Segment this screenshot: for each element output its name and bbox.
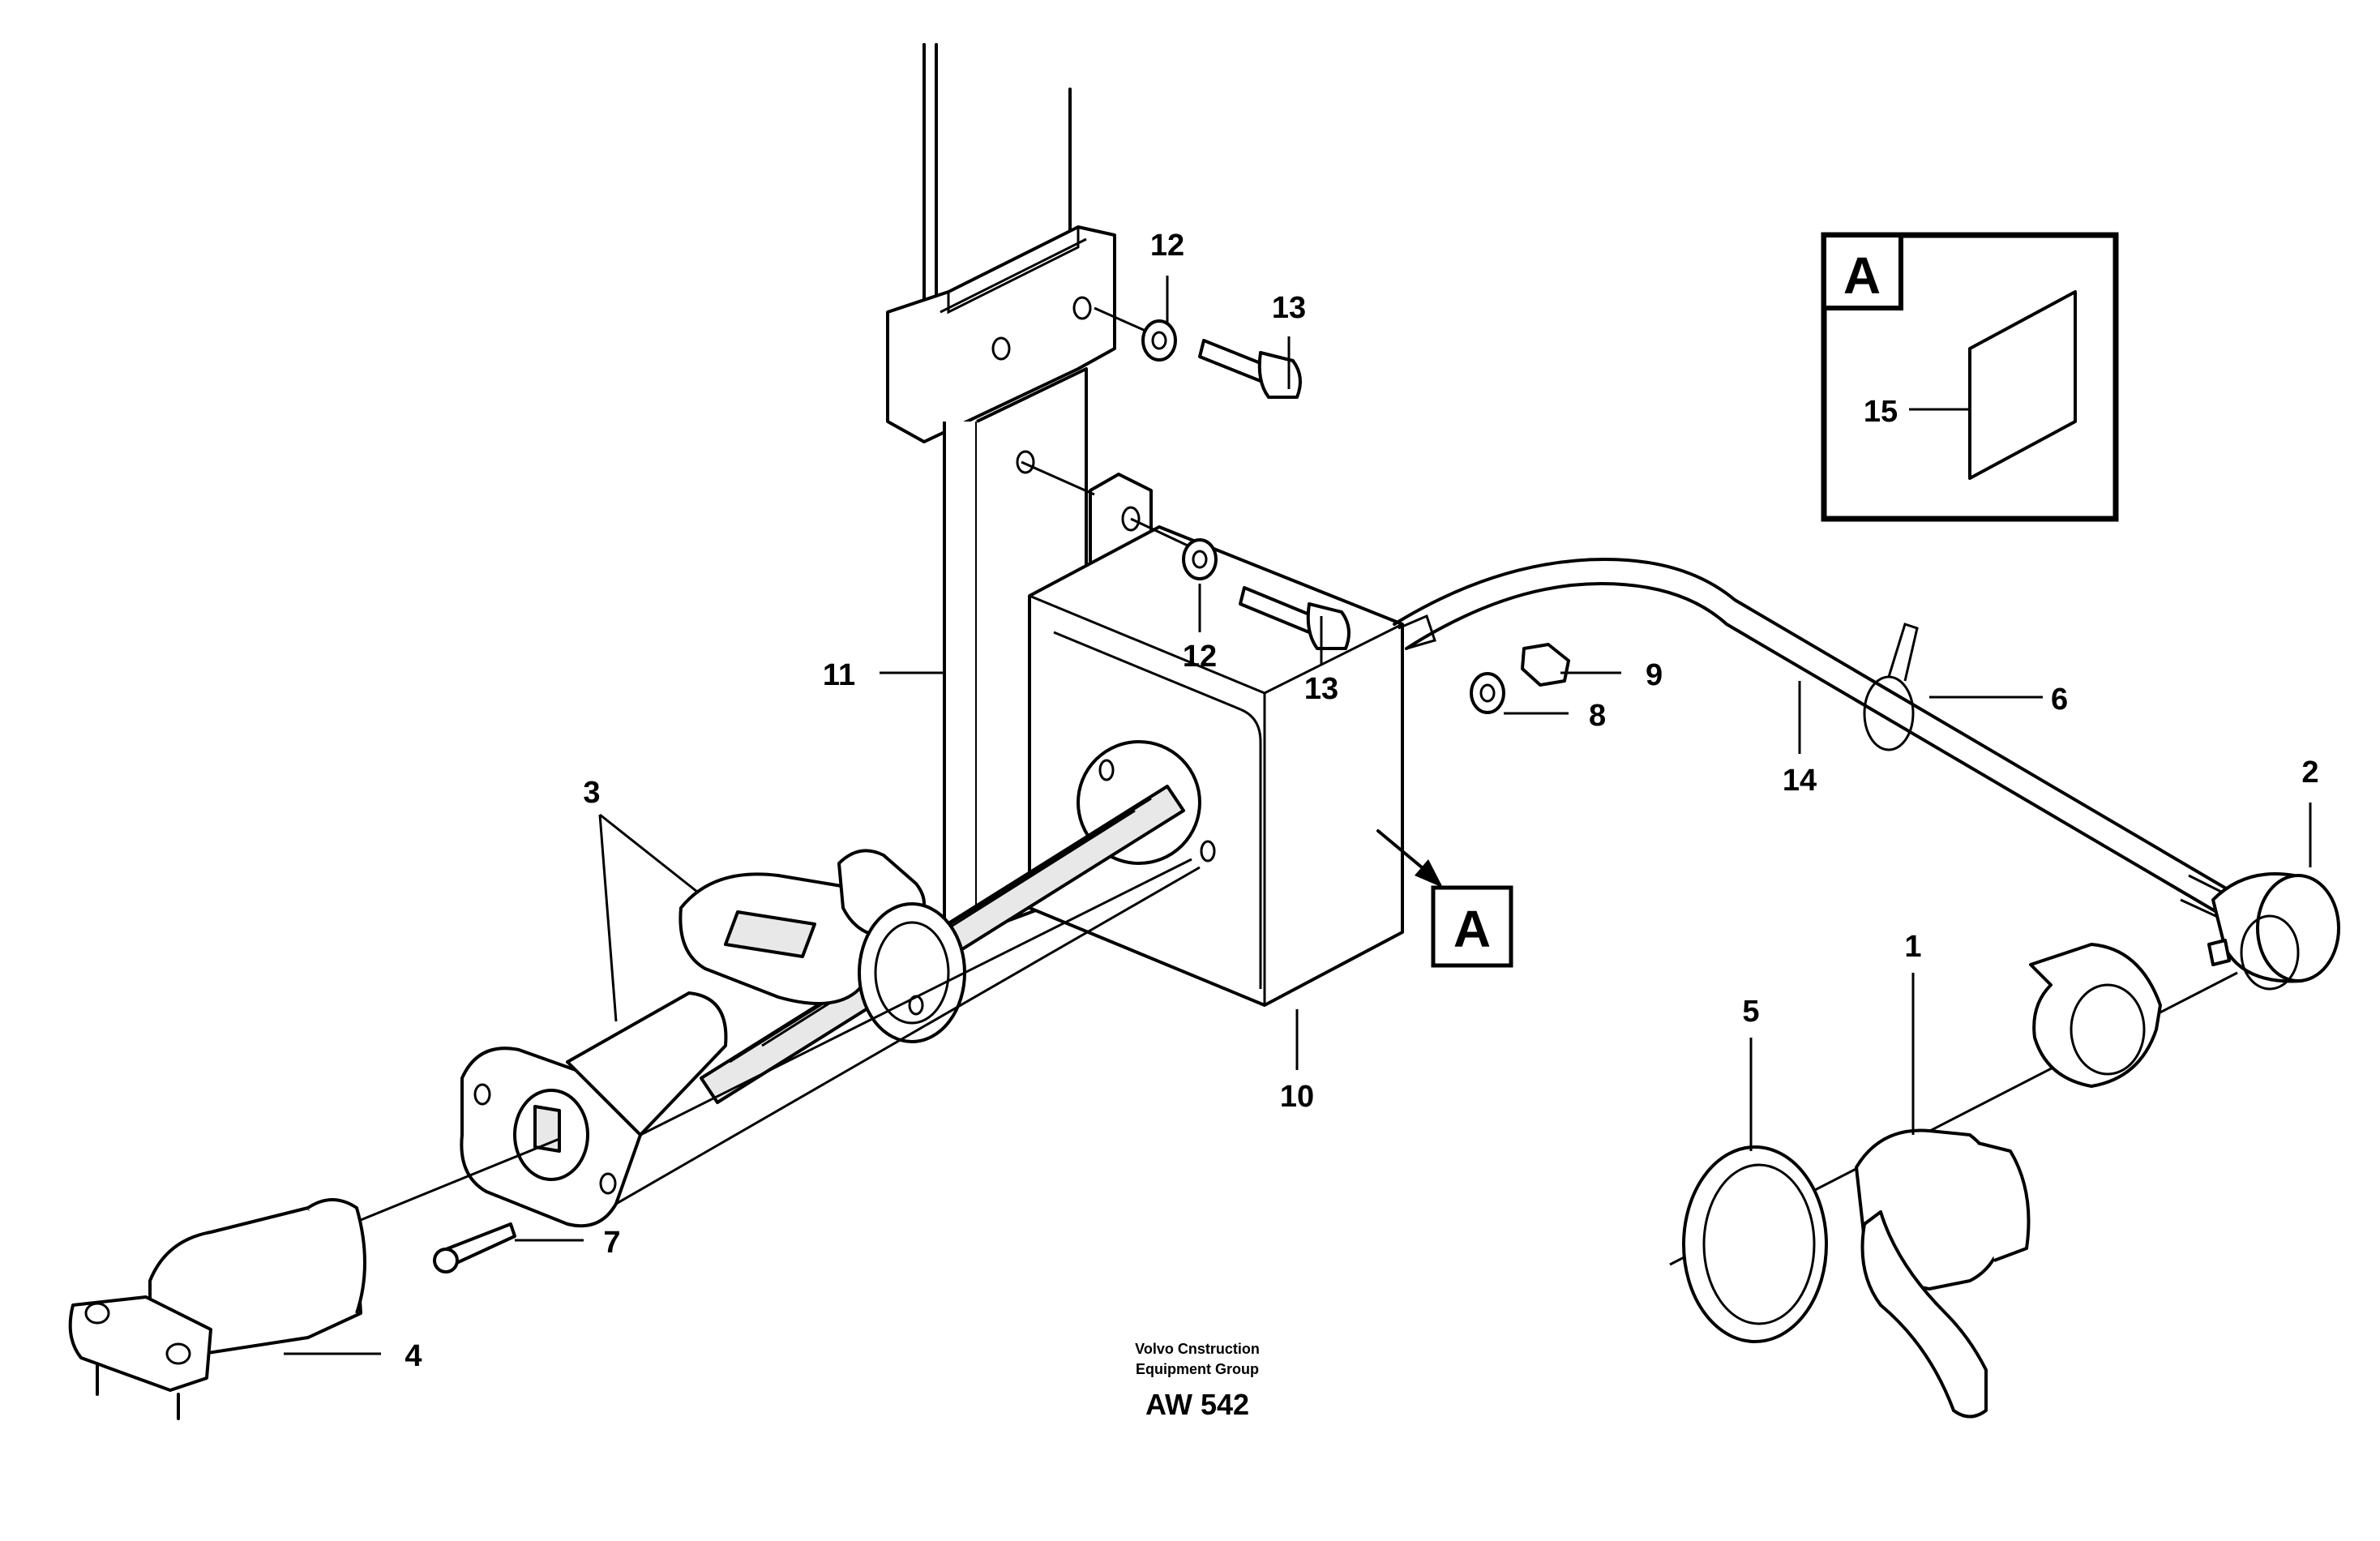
washer-nut (1470, 643, 1570, 714)
callout-7: 7 (603, 1226, 620, 1260)
sealing-ring (1682, 1145, 1828, 1343)
callout-13-lower: 13 (1304, 672, 1338, 706)
view-marker-letter: A (1453, 900, 1491, 958)
cable (1393, 558, 2247, 927)
callout-14: 14 (1783, 764, 1817, 798)
socket-receptacle (460, 991, 728, 1228)
callout-12-lower: 12 (1183, 640, 1217, 674)
cable-gland (1855, 1128, 2031, 1419)
credit-block: Volvo Cnstruction Equipment Group AW 542 (1135, 1341, 1260, 1421)
callout-8: 8 (1589, 699, 1606, 733)
detail-box-letter: A (1843, 246, 1881, 305)
callouts: 12 13 12 13 8 9 6 14 2 1 5 11 10 3 7 4 1… (405, 229, 2318, 1373)
cable-tie (1863, 623, 1919, 751)
cable-connector-end (2207, 872, 2340, 991)
callout-3: 3 (583, 776, 600, 810)
callout-10: 10 (1280, 1080, 1314, 1114)
credit-line-1: Volvo Cnstruction (1135, 1341, 1260, 1357)
retaining-ring (2029, 943, 2162, 1088)
panel-flange (858, 902, 966, 1043)
leader-lines (284, 276, 2312, 1355)
callout-1: 1 (1904, 930, 1921, 964)
callout-9: 9 (1646, 658, 1663, 692)
decal-plate (1968, 290, 2077, 480)
credit-line-2: Equipment Group (1136, 1361, 1259, 1377)
middle-washer-bolt (1182, 538, 1351, 650)
screw (433, 1222, 516, 1273)
callout-4: 4 (405, 1339, 422, 1373)
callout-12-upper: 12 (1150, 229, 1184, 263)
callout-13-upper: 13 (1272, 291, 1306, 325)
callout-5: 5 (1742, 995, 1759, 1029)
upper-washer-bolt (1141, 319, 1302, 399)
callout-6: 6 (2051, 683, 2068, 717)
callout-2: 2 (2301, 756, 2318, 790)
detail-box: A (1821, 232, 2119, 522)
callout-11: 11 (823, 658, 855, 692)
view-marker: A (1376, 829, 1513, 968)
callout-15: 15 (1864, 395, 1898, 429)
diagram-code: AW 542 (1145, 1388, 1249, 1421)
connector-plug (68, 1198, 366, 1420)
